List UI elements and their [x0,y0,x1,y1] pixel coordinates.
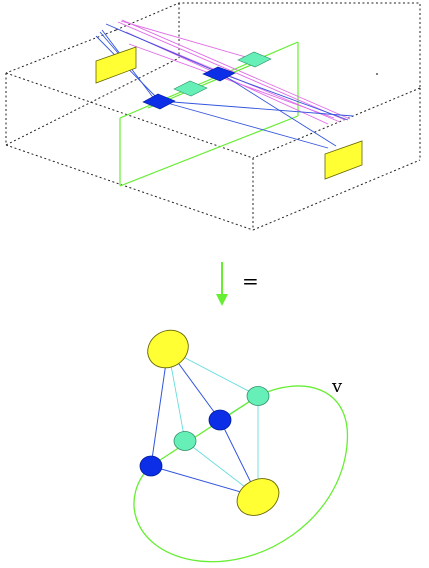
green-plane [119,41,299,187]
blue-node-top [208,409,232,431]
yellow-node-top [147,329,189,369]
v-line-bottom [150,395,259,467]
box-bottom-front-edge [5,144,254,231]
box-3d [5,2,421,231]
box-top-back-edge [115,2,421,88]
blue-rhombus-2 [202,66,236,82]
v-loop [133,385,349,563]
teal-node-bottom [173,431,197,451]
blue-edges [150,348,259,498]
blue-node-bottom [139,455,163,477]
graph [133,329,349,563]
box-top-right-edge [252,87,421,159]
teal-rhombus-1 [173,80,208,97]
down-arrow-icon [216,262,228,306]
box-bottom-hidden-edge [5,57,180,146]
box-dot [376,73,378,75]
yellow-plate-right [324,140,363,180]
label-v: v [331,376,343,397]
teal-node-top [246,386,270,406]
box-bottom-right-edge [252,159,421,231]
yellow-plate-left [95,46,137,84]
blue-rhombus-1 [142,93,176,110]
teal-rhombus-2 [237,51,272,68]
blue-lines [95,23,354,149]
box-top-front-edge [5,72,254,159]
yellow-node-bottom [236,478,280,516]
equals-sign: = [242,269,259,293]
